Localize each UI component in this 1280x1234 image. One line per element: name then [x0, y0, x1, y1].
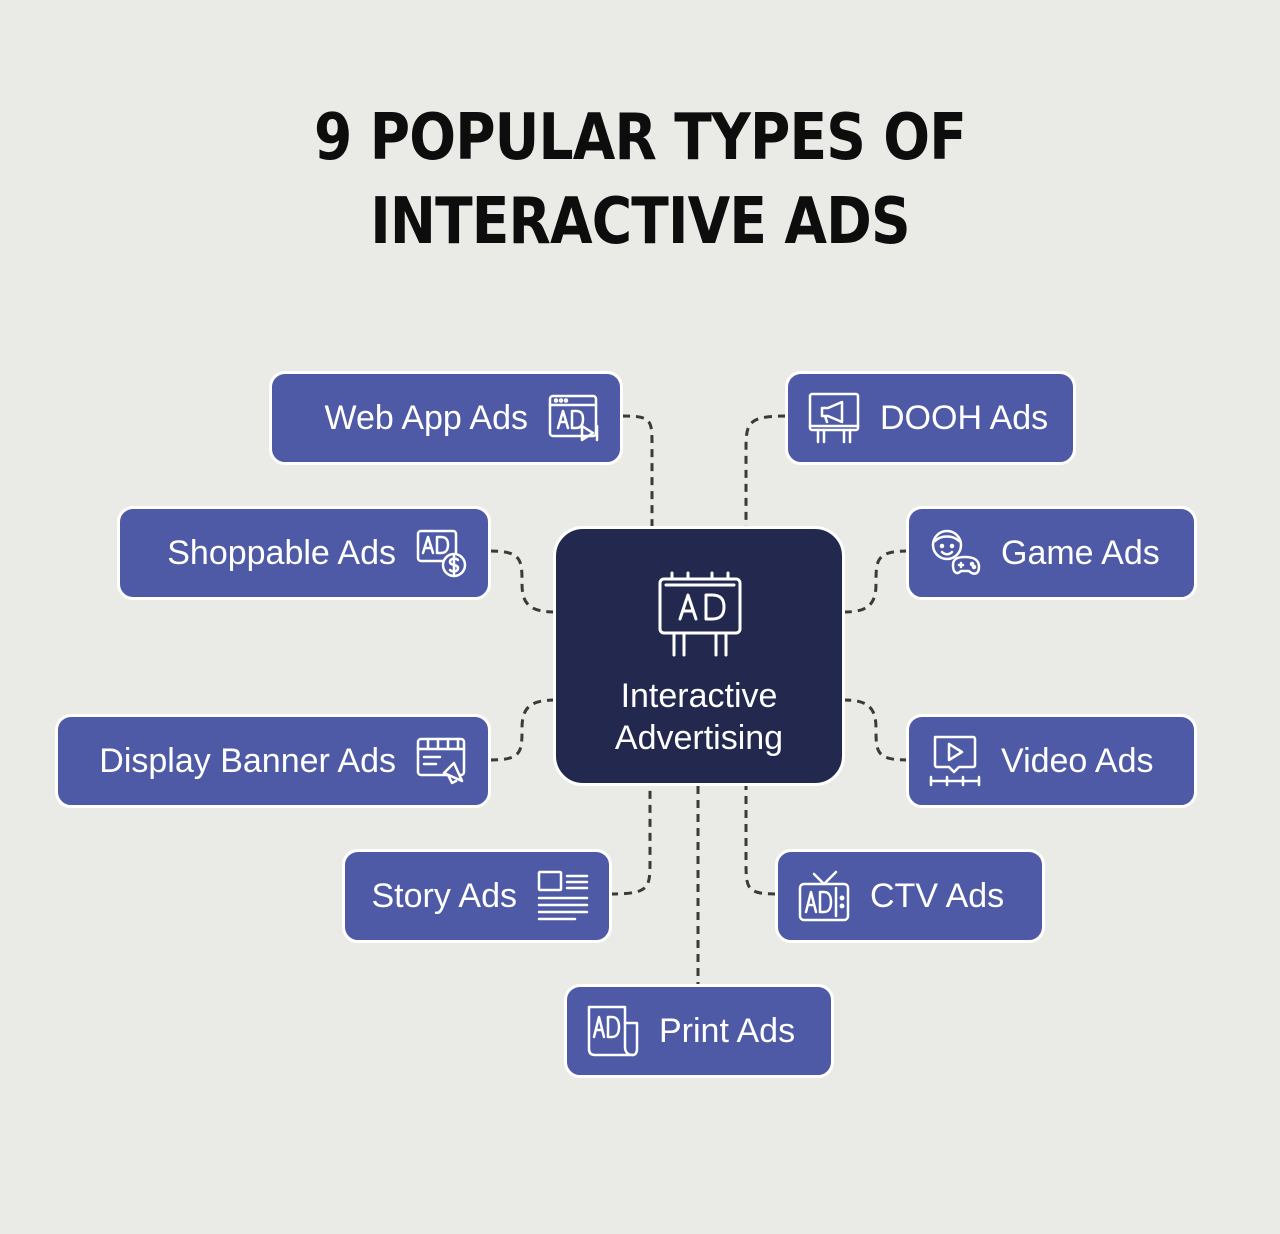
connector-game — [843, 549, 909, 614]
node-label: Story Ads — [371, 876, 517, 915]
node-video-ads: Video Ads — [906, 714, 1197, 808]
connector-web-app — [621, 414, 654, 528]
ad-dollar-icon — [414, 525, 470, 581]
node-display-banner-ads: Display Banner Ads — [55, 714, 491, 808]
node-label: Print Ads — [659, 1011, 796, 1050]
node-label: DOOH Ads — [880, 398, 1049, 437]
center-label-line-2: Advertising — [614, 719, 784, 757]
node-web-app-ads: Web App Ads — [269, 371, 623, 465]
billboard-ad-icon — [652, 565, 748, 661]
connector-shoppable — [489, 549, 557, 614]
node-label: Game Ads — [1001, 533, 1160, 572]
tv-ad-icon — [796, 868, 852, 924]
node-label: Display Banner Ads — [99, 741, 396, 780]
title-line-2: INTERACTIVE ADS — [370, 185, 910, 259]
node-shoppable-ads: Shoppable Ads — [117, 506, 491, 600]
node-print-ads: Print Ads — [564, 984, 834, 1078]
title-line-1: 9 POPULAR TYPES OF — [314, 101, 967, 175]
center-label-line-1: Interactive — [620, 677, 778, 715]
browser-ad-play-icon — [546, 390, 602, 446]
gamer-controller-icon — [927, 525, 983, 581]
connector-display-banner — [489, 698, 557, 762]
connector-video — [843, 698, 909, 762]
node-label: Video Ads — [1001, 741, 1154, 780]
page-title: 9 POPULAR TYPES OF INTERACTIVE ADS — [90, 96, 1191, 264]
video-timeline-icon — [927, 733, 983, 789]
connector-story — [609, 786, 652, 896]
center-label: Interactive Advertising — [556, 675, 842, 759]
ad-paper-icon — [585, 1003, 641, 1059]
node-label: Web App Ads — [324, 398, 528, 437]
article-layout-icon — [535, 868, 591, 924]
billboard-megaphone-icon — [806, 390, 862, 446]
node-dooh-ads: DOOH Ads — [785, 371, 1076, 465]
connector-ctv — [744, 786, 777, 896]
node-game-ads: Game Ads — [906, 506, 1197, 600]
center-node: Interactive Advertising — [553, 526, 845, 786]
node-story-ads: Story Ads — [342, 849, 612, 943]
connector-dooh — [744, 414, 787, 528]
node-label: CTV Ads — [870, 876, 1005, 915]
banner-megaphone-icon — [414, 733, 470, 789]
node-label: Shoppable Ads — [167, 533, 396, 572]
node-ctv-ads: CTV Ads — [775, 849, 1045, 943]
